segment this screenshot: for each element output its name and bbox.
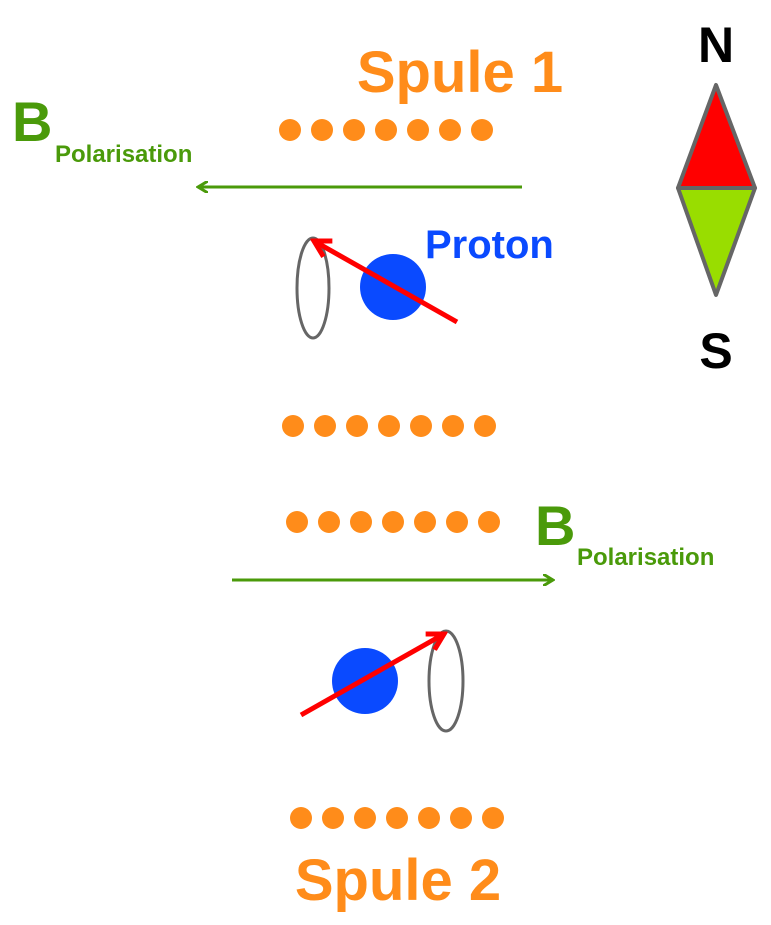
- coil-winding-dot: [322, 807, 344, 829]
- coil-winding-dot: [482, 807, 504, 829]
- coil-winding-dot: [386, 807, 408, 829]
- field-label-top: B Polarisation: [12, 90, 192, 168]
- coil-winding-dot: [314, 415, 336, 437]
- coil-winding-dot: [410, 415, 432, 437]
- field-symbol: B: [535, 494, 575, 557]
- coil-winding-dot: [311, 119, 333, 141]
- compass-north-label: N: [698, 17, 734, 73]
- coil-winding-dot: [375, 119, 397, 141]
- spin-arrow-bottom: [299, 634, 444, 718]
- coil-winding-dot: [382, 511, 404, 533]
- compass: N S: [676, 17, 757, 379]
- compass-south-needle: [676, 186, 757, 297]
- precession-ellipse-top: [295, 236, 331, 340]
- coil-winding-dot: [439, 119, 461, 141]
- coil-winding-dot: [346, 415, 368, 437]
- field-label-bottom: B Polarisation: [535, 494, 714, 571]
- coil-winding-dot: [418, 807, 440, 829]
- coil-winding-dot: [282, 415, 304, 437]
- coil-winding-dot: [450, 807, 472, 829]
- field-subscript: Polarisation: [55, 141, 192, 168]
- coil-winding-dot: [474, 415, 496, 437]
- field-symbol: B: [12, 90, 52, 153]
- coil-winding-dot: [442, 415, 464, 437]
- coil-1-lower-winding-row: [282, 415, 496, 437]
- coil-winding-dot: [318, 511, 340, 533]
- precession-ellipse-bottom: [427, 629, 465, 733]
- coil-winding-dot: [286, 511, 308, 533]
- coil-2-lower-winding-row: [290, 807, 504, 829]
- coil-winding-dot: [290, 807, 312, 829]
- coil-winding-dot: [378, 415, 400, 437]
- coil-winding-dot: [354, 807, 376, 829]
- field-subscript: Polarisation: [577, 544, 714, 571]
- coil-1-label: Spule 1: [357, 40, 563, 105]
- coil-1-upper-winding-row: [279, 119, 493, 141]
- coil-winding-dot: [343, 119, 365, 141]
- coil-winding-dot: [471, 119, 493, 141]
- coil-winding-dot: [350, 511, 372, 533]
- coil-winding-dot: [279, 119, 301, 141]
- coil-2-upper-winding-row: [286, 511, 500, 533]
- spin-arrow-top: [314, 241, 459, 325]
- compass-south-label: S: [699, 323, 732, 379]
- compass-north-needle: [676, 83, 757, 190]
- proton-label: Proton: [425, 223, 554, 267]
- coil-2-label: Spule 2: [295, 848, 501, 913]
- coil-winding-dot: [414, 511, 436, 533]
- coil-winding-dot: [478, 511, 500, 533]
- coil-winding-dot: [407, 119, 429, 141]
- coil-winding-dot: [446, 511, 468, 533]
